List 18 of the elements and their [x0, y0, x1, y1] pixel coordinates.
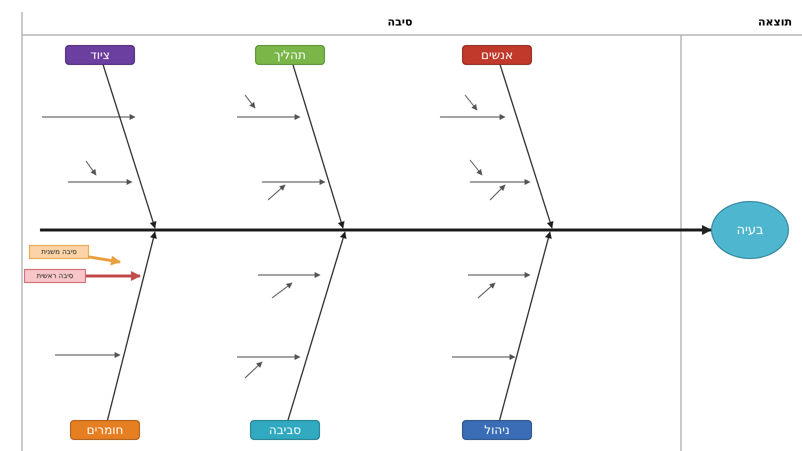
category-box: ניהול	[462, 420, 532, 440]
category-box: חומרים	[70, 420, 140, 440]
bone-arrow	[106, 231, 157, 420]
spine-arrow	[40, 225, 712, 235]
bone-arrow	[287, 231, 347, 420]
bone-arrow	[499, 231, 552, 420]
column-header: תוצאה	[758, 16, 792, 28]
problem-ellipse: בעיה	[711, 201, 789, 259]
category-box: ציוד	[65, 45, 135, 65]
column-header: סיבה	[388, 16, 412, 28]
bone-arrow	[102, 64, 156, 229]
category-box: תהליך	[255, 45, 325, 65]
category-box: אנשים	[462, 45, 532, 65]
bone-arrow	[292, 64, 344, 229]
bone-arrow	[500, 64, 554, 229]
arrow	[88, 255, 121, 266]
arrow	[86, 271, 141, 281]
category-box: סביבה	[250, 420, 320, 440]
